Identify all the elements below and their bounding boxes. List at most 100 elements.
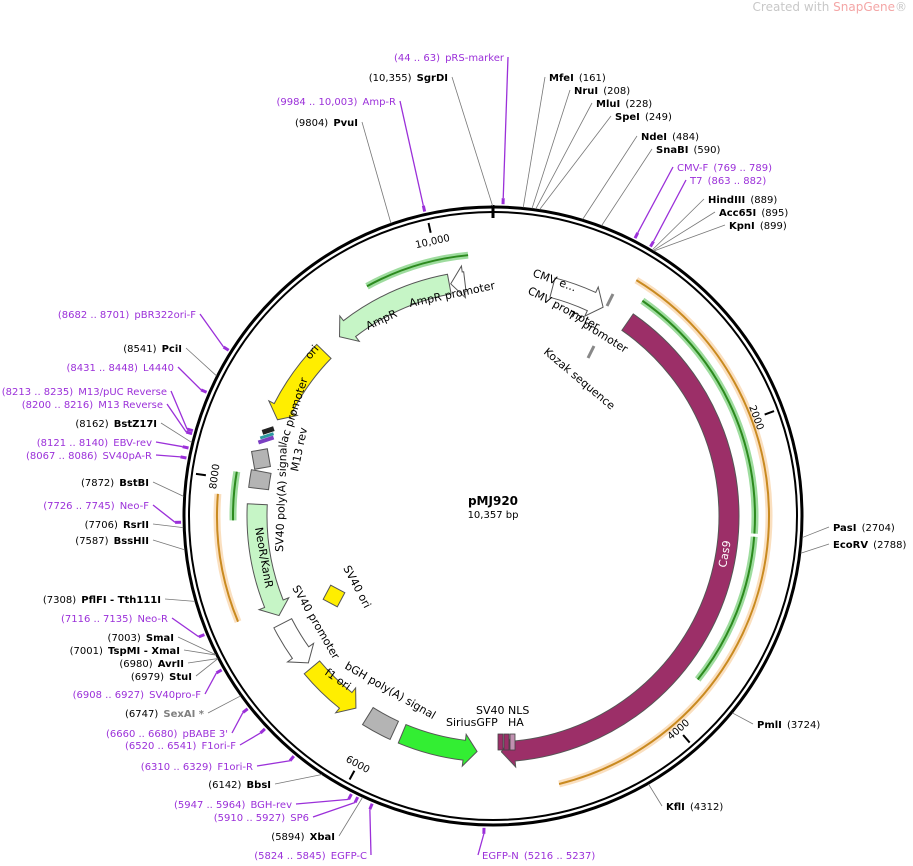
site-coord: (8121 .. 8140)	[37, 438, 109, 449]
site-leader	[399, 100, 424, 206]
site-name: PciI	[162, 344, 182, 355]
site-label-sgrdi: (10,355) SgrDI	[369, 66, 448, 85]
site-coord: (5824 .. 5845)	[254, 851, 326, 862]
site-label-sv40pro-f: (6908 .. 6927) SV40pro-F	[73, 683, 202, 702]
site-coord: (208)	[603, 86, 630, 97]
label-sv40-ori: SV40 ori	[340, 563, 373, 610]
watermark: Created with SnapGene®	[753, 0, 907, 14]
plasmid-length: 10,357 bp	[468, 510, 519, 521]
site-label-sexai: (6747) SexAI *	[125, 702, 205, 721]
site-leader	[231, 712, 244, 734]
site-label-cmv-f: CMV-F (769 .. 789)	[677, 156, 772, 175]
site-name: BstZ17I	[114, 419, 157, 430]
site-coord: (8162)	[75, 419, 108, 430]
site-leader	[152, 504, 176, 523]
site-leader	[582, 135, 638, 220]
site-leader	[239, 732, 261, 746]
site-coord: (6660 .. 6680)	[106, 729, 178, 740]
site-coord: (9984 .. 10,003)	[276, 97, 357, 108]
site-leader	[800, 543, 830, 554]
site-coord: (7116 .. 7135)	[61, 614, 133, 625]
site-name: BGH-rev	[250, 800, 292, 811]
site-label-snabi: SnaBI (590)	[656, 138, 721, 157]
site-name: BstBI	[119, 478, 149, 489]
site-name: F1ori-F	[202, 741, 237, 752]
feature-siriusgfp	[397, 723, 478, 768]
site-label-prs-marker: (44 .. 63) pRS-marker	[394, 46, 505, 65]
site-label-mlui: MluI (228)	[596, 92, 652, 111]
site-label-m13-reverse: (8200 .. 8216) M13 Reverse	[22, 393, 163, 412]
site-leader	[187, 658, 218, 664]
site-leader	[652, 179, 687, 242]
label-t7-promoter: T7 promoter	[565, 308, 631, 356]
site-name: BbsI	[247, 780, 271, 791]
primer-mark	[198, 633, 205, 639]
site-coord: (899)	[760, 221, 787, 232]
site-label-spei: SpeI (249)	[615, 105, 672, 124]
site-name: T7	[689, 176, 702, 187]
primer-mark	[649, 240, 655, 248]
site-coord: (8200 .. 8216)	[22, 400, 94, 411]
primer-mark	[633, 232, 640, 239]
site-name: Acc65I	[719, 208, 756, 219]
site-coord: (863 .. 882)	[708, 176, 767, 187]
site-name: SP6	[290, 813, 309, 824]
site-label-pasi: PasI (2704)	[833, 516, 895, 535]
sv40-poly-a-box-upper	[250, 448, 272, 470]
site-leader	[256, 760, 291, 767]
site-label-bstz17i: (8162) BstZ17I	[75, 412, 157, 431]
site-name: AvrII	[158, 659, 184, 670]
site-label-bbsi: (6142) BbsI	[208, 773, 271, 792]
site-name: KflI	[666, 802, 685, 813]
site-label-pmli: PmlI (3724)	[757, 713, 820, 732]
site-coord: (5894)	[271, 832, 304, 843]
site-label-xbai: (5894) XbaI	[271, 825, 335, 844]
site-name: pBR322ori-F	[134, 310, 196, 321]
site-coord: (6979)	[131, 672, 164, 683]
site-name: SV40pro-F	[149, 690, 201, 701]
site-name: SgrDI	[417, 73, 448, 84]
site-name: EGFP-C	[331, 851, 367, 862]
site-name: SV40pA-R	[103, 451, 152, 462]
label-bgh-poly-a: bGH poly(A) signal	[343, 659, 438, 722]
site-coord: (7587)	[75, 536, 108, 547]
site-label-mfei: MfeI (161)	[549, 66, 606, 85]
site-label-nrui: NruI (208)	[574, 79, 630, 98]
primer-mark	[200, 388, 208, 394]
site-label-pbabe-3: (6660 .. 6680) pBABE 3'	[106, 722, 228, 741]
site-leader	[177, 366, 202, 391]
site-leader	[651, 198, 705, 251]
feature-f1-ori	[303, 660, 357, 714]
site-leader	[369, 809, 372, 856]
site-labels: (10,355) SgrDI(44 .. 63) pRS-markerMfeI …	[2, 46, 907, 862]
site-leader	[522, 76, 546, 208]
site-coord: (8067 .. 8086)	[26, 451, 98, 462]
site-coord: (895)	[761, 208, 788, 219]
site-name: PvuI	[333, 118, 358, 129]
label-sv40-poly-a-upper: SV40 poly(A) signal	[273, 444, 290, 552]
site-name: pRS-marker	[445, 53, 505, 64]
site-label-avrii: (6980) AvrII	[119, 652, 184, 671]
site-name: M13 Reverse	[98, 400, 163, 411]
feature-ori	[267, 343, 332, 421]
primer-mark	[180, 455, 187, 460]
label-sv40-nls: SV40 NLS	[476, 704, 529, 717]
site-name: EBV-rev	[113, 438, 152, 449]
site-leader	[152, 481, 184, 497]
site-coord: (5910 .. 5927)	[214, 813, 286, 824]
site-label-bstbi: (7872) BstBI	[81, 471, 149, 490]
site-leader	[637, 166, 674, 234]
primer-mark	[288, 755, 295, 762]
site-name: Neo-F	[120, 501, 150, 512]
tick-label: 10,000	[414, 233, 451, 251]
sv40-nls-ha-graphic	[497, 733, 516, 751]
site-name: pBABE 3'	[182, 729, 228, 740]
site-leader	[451, 76, 494, 207]
orf-green-top	[366, 254, 469, 288]
tick-mark	[195, 472, 207, 477]
site-coord: (249)	[645, 112, 672, 123]
tick-label: 8000	[208, 463, 222, 490]
site-leader	[539, 115, 612, 210]
feature-neor-kanr	[246, 503, 290, 617]
